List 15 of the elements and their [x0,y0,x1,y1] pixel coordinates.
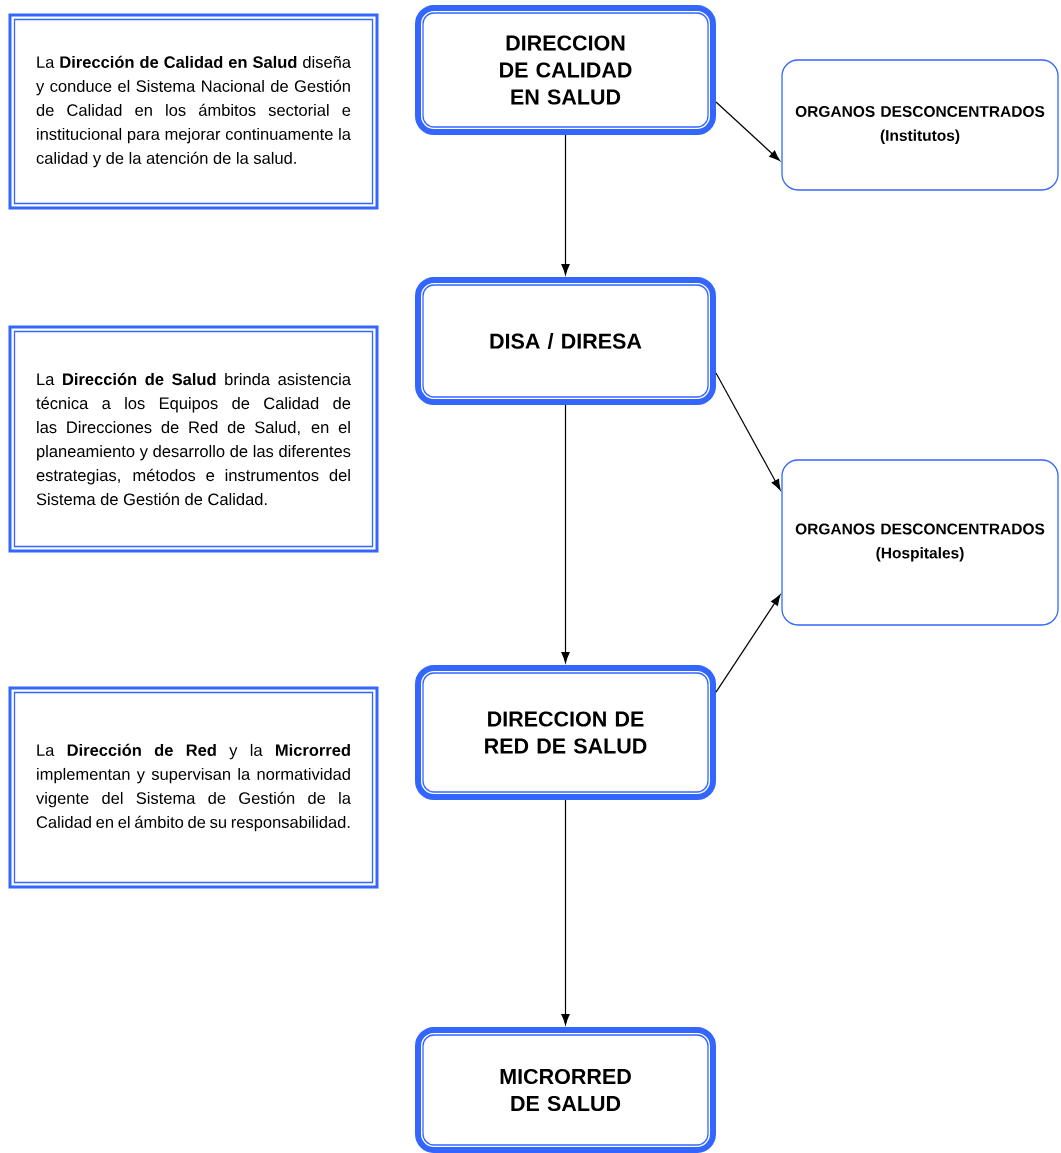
arrow [561,799,570,1025]
process-box: DISA / DIRESA [415,277,716,405]
description-box: La Dirección de Salud brinda asistencia técnica a los Equipos de Calidad de las Direcciones de Red de Salud, en el planeamiento y desarrollo de las diferentes estrategias, métodos e instrumentos del Sistema de Gestión de Calidad. [8,325,379,553]
arrow [715,594,781,693]
unit-box: ORGANOS DESCONCENTRADOS (Hospitales) [781,459,1059,626]
process-box: DIRECCION DE CALIDAD EN SALUD [415,5,716,135]
description-box: La Dirección de Calidad en Salud diseña y conduce el Sistema Nacional de Gestión de Calidad en los ámbitos sectorial e institucional para mejorar continuamente la calidad y de la atención de la salud. [8,13,379,210]
description-box: La Dirección de Red y la Microrred implementan y supervisan la normatividad vigente del Sistema de Gestión de la Calidad en el ámbito de su responsabilidad. [8,686,379,889]
process-box: MICRORRED DE SALUD [415,1027,716,1153]
process-box: DIRECCION DE RED DE SALUD [415,665,716,800]
arrow [715,101,780,161]
arrow [561,404,570,663]
arrow [715,372,781,491]
arrow [561,134,570,275]
unit-box: ORGANOS DESCONCENTRADOS (Institutos) [781,59,1059,191]
